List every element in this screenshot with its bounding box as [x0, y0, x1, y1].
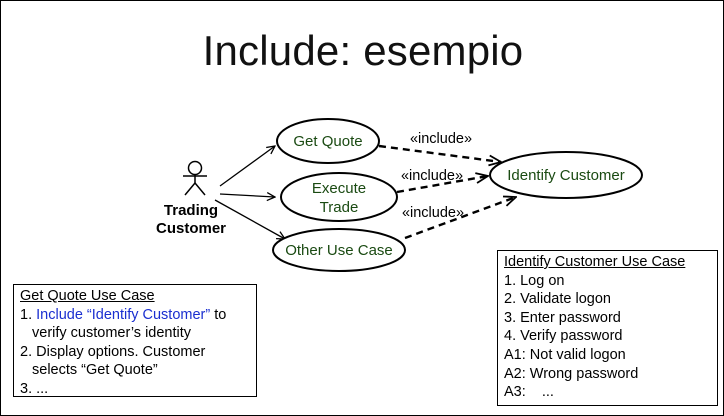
- identify-step-line: 2. Validate logon: [504, 291, 611, 308]
- get-quote-step-1: 1. Include “Identify Customer” to: [20, 306, 250, 325]
- include-label-execute-trade: «include»: [401, 168, 463, 184]
- get-quote-step-1-prefix: 1.: [20, 306, 37, 323]
- get-quote-box-header: Get Quote Use Case: [20, 288, 155, 304]
- include-label-other: «include»: [402, 205, 464, 221]
- include-label-get-quote: «include»: [410, 131, 472, 147]
- identify-alt-line: A2: Wrong password: [504, 365, 639, 382]
- actor-stick-figure-icon: [183, 160, 207, 196]
- use-case-get-quote: Get Quote: [276, 118, 380, 164]
- use-case-execute-trade-label-line1: Execute: [312, 180, 366, 197]
- identify-customer-description-box: Identify Customer Use Case 1. Log on 2. …: [497, 250, 718, 406]
- use-case-get-quote-label: Get Quote: [293, 133, 362, 150]
- get-quote-step-2: 2. Display options. Customer: [20, 343, 206, 360]
- get-quote-step-3: 3. ...: [20, 380, 49, 397]
- use-case-other: Other Use Case: [272, 228, 406, 272]
- identify-alt-line: A1: Not valid logon: [504, 346, 626, 363]
- identify-step-line: 3. Enter password: [504, 309, 621, 326]
- include-arrow-other: [404, 197, 516, 240]
- get-quote-step-1-suffix: to: [210, 306, 227, 323]
- use-case-other-label: Other Use Case: [285, 242, 393, 259]
- use-case-identify-customer: Identify Customer: [489, 151, 643, 199]
- use-case-execute-trade-label-line2: Trade: [320, 199, 359, 216]
- use-case-execute-trade: Execute Trade: [280, 172, 398, 222]
- association-other-use-case: [214, 199, 285, 239]
- get-quote-step-2-continued: selects “Get Quote”: [32, 362, 158, 379]
- association-execute-trade: [219, 194, 275, 197]
- get-quote-step-1-continued: verify customer’s identity: [32, 325, 192, 342]
- include-arrow-get-quote: [378, 144, 501, 162]
- get-quote-description-box: Get Quote Use Case 1. Include “Identify …: [13, 284, 257, 397]
- include-identify-customer-link: Include “Identify Customer”: [36, 306, 211, 323]
- include-arrow-execute-trade: [396, 176, 488, 194]
- identify-alt-line: A3: ...: [504, 384, 554, 401]
- identify-box-header: Identify Customer Use Case: [504, 254, 686, 270]
- identify-step-line: 4. Verify password: [504, 328, 623, 345]
- actor-name-line2: Customer: [156, 220, 226, 237]
- identify-step-line: 1. Log on: [504, 272, 565, 289]
- slide-title: Include: esempio: [202, 27, 524, 74]
- use-case-identify-customer-label: Identify Customer: [507, 167, 625, 184]
- association-get-quote: [219, 146, 275, 187]
- actor-name-line1: Trading: [164, 202, 218, 219]
